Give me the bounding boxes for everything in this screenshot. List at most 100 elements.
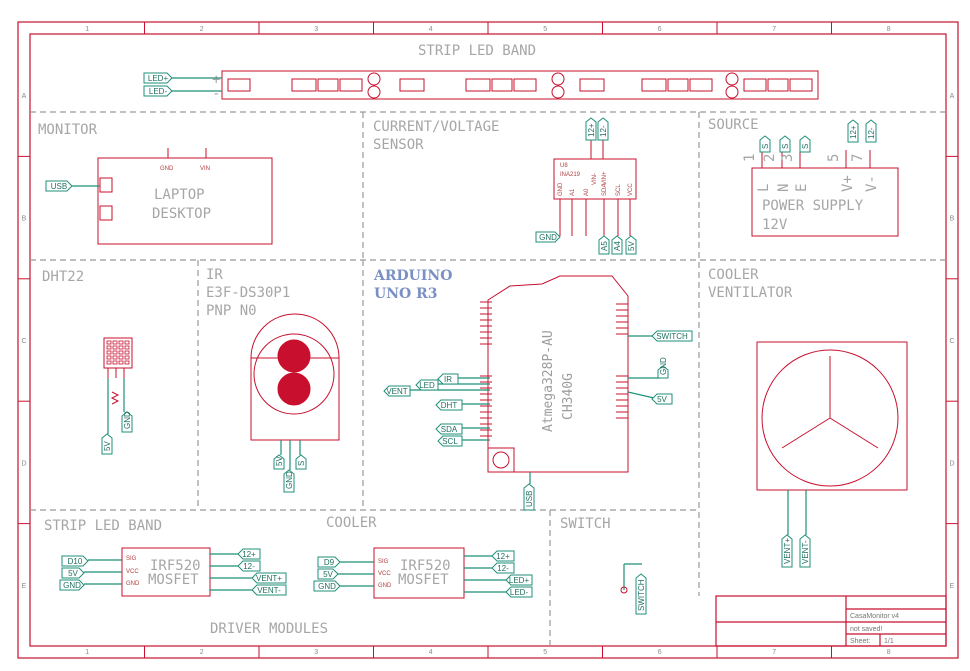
sensor-title-1: CURRENT/VOLTAGE: [373, 119, 499, 135]
net-label-switch: SWITCH: [651, 330, 693, 342]
svg-text:GND: GND: [63, 581, 81, 590]
mosfet-1-pin-gnd: GND: [126, 581, 140, 587]
column-tick-bottom-3: 3: [314, 649, 318, 656]
psu-voltage: 12V: [762, 217, 788, 233]
svg-text:GND: GND: [318, 582, 336, 591]
net-label-led: LED: [415, 379, 439, 391]
svg-text:S: S: [761, 144, 770, 149]
net-label-v12p: 12+: [585, 117, 597, 141]
mosfet-1-pin-vcc: VCC: [126, 569, 139, 575]
monitor-title: MONITOR: [38, 122, 98, 138]
ina-pin-a1: A1: [570, 188, 576, 196]
net-label-ir: IR: [437, 373, 459, 385]
ir-title-2: E3F-DS30P1: [206, 285, 290, 301]
net-label-v12p: 12+: [237, 548, 261, 560]
mosfet-driver-strip: IRF520 MOSFET SIG VCC GND: [84, 547, 252, 597]
net-label-switch: SWITCH: [635, 573, 647, 615]
svg-text:LED+: LED+: [148, 74, 169, 83]
net-label-gnd: GND: [283, 469, 295, 493]
row-tick-right-A: A: [950, 93, 955, 100]
mosfet-2-pin-vcc: VCC: [378, 571, 391, 577]
column-tick-bottom-7: 7: [772, 649, 776, 656]
net-label-vent: VENT: [383, 385, 411, 397]
svg-text:5V: 5V: [627, 241, 636, 251]
net-label-s: S: [295, 454, 307, 470]
psu-terminal-number-0: 1: [742, 154, 758, 162]
svg-text:5V: 5V: [323, 570, 333, 579]
net-label-v5: 5V: [317, 568, 339, 580]
net-label-v5: 5V: [273, 454, 285, 470]
laptop-vin-pin: VIN: [200, 166, 210, 172]
svg-text:12+: 12+: [242, 550, 256, 559]
svg-text:12-: 12-: [599, 125, 608, 137]
column-tick-bottom-1: 1: [85, 649, 89, 656]
laptop-label: LAPTOP: [154, 187, 205, 203]
mosfet-2-name: IRF520: [400, 558, 451, 574]
ina-pin-vin-minus: VIN-: [592, 173, 598, 185]
strip-minus-label: -: [212, 86, 220, 102]
svg-text:SWITCH: SWITCH: [637, 579, 646, 611]
net-label-a5: A5: [598, 235, 610, 255]
dht22-sensor: [103, 337, 133, 434]
net-label-vent_plus: VENT+: [251, 572, 287, 584]
column-tick-bottom-4: 4: [429, 649, 433, 656]
net-label-gnd: GND: [313, 580, 341, 592]
net-label-sda: SDA: [435, 423, 463, 435]
net-label-gnd: GND: [59, 579, 85, 591]
svg-text:S: S: [801, 144, 810, 149]
svg-text:IR: IR: [444, 375, 452, 384]
svg-text:5V: 5V: [68, 569, 78, 578]
ina-ref: U8: [560, 163, 568, 169]
laptop-gnd-pin: GND: [160, 166, 174, 172]
net-label-scl: SCL: [437, 435, 463, 447]
title-block: CasaMonitor v4 not saved! Sheet: 1/1: [715, 595, 947, 647]
psu-terminal-3: V+: [840, 175, 856, 192]
row-tick-E: E: [22, 583, 27, 590]
mosfet-2-pin-gnd: GND: [378, 583, 392, 589]
driver-modules-title: DRIVER MODULES: [210, 621, 328, 637]
title-sheet-label: Sheet:: [850, 638, 870, 645]
net-label-d10: D10: [61, 555, 89, 567]
psu-terminal-number-1: 2: [762, 154, 778, 162]
net-label-usb: USB: [523, 483, 535, 511]
mosfet-1-name: IRF520: [150, 558, 201, 574]
svg-text:12-: 12-: [497, 564, 509, 573]
psu-terminal-4: V-: [864, 175, 880, 192]
psu-terminal-number-2: 3: [780, 154, 796, 162]
mcu-usb-chip-label: CH340G: [561, 373, 576, 420]
switch-title: SWITCH: [560, 516, 611, 532]
ir-title-3: PNP N0: [206, 303, 257, 319]
net-label-dht: DHT: [435, 399, 463, 411]
net-label-vent_minus: VENT-: [251, 584, 287, 596]
svg-text:USB: USB: [525, 491, 534, 507]
net-label-gnd: GND: [535, 231, 561, 243]
svg-text:DHT: DHT: [441, 401, 458, 410]
ina-name: INA219: [560, 172, 581, 178]
column-tick-7: 7: [772, 26, 776, 33]
ir-sensor: [250, 313, 340, 470]
svg-text:GND: GND: [285, 471, 294, 489]
column-tick-bottom-2: 2: [200, 649, 204, 656]
strip-led-band-title: STRIP LED BAND: [418, 43, 536, 59]
net-label-v12p: 12+: [847, 119, 859, 143]
psu-terminal-1: N: [776, 184, 792, 192]
mosfet-driver-cooler: IRF520 MOSFET SIG VCC GND: [338, 547, 506, 599]
svg-text:VENT+: VENT+: [783, 538, 792, 564]
led-strip: + -: [170, 70, 819, 102]
mosfet-1-pin-sig: SIG: [126, 556, 137, 562]
section-dividers: [30, 111, 946, 646]
ir-title-1: IR: [206, 267, 223, 283]
cooler-driver-title: COOLER: [326, 515, 377, 531]
svg-text:GND: GND: [659, 357, 668, 375]
mosfet-2-pin-sig: SIG: [378, 559, 389, 565]
svg-text:D9: D9: [324, 558, 335, 567]
net-label-s: S: [779, 135, 791, 153]
svg-text:GND: GND: [123, 411, 132, 429]
net-label-led_minus: LED-: [505, 586, 533, 598]
